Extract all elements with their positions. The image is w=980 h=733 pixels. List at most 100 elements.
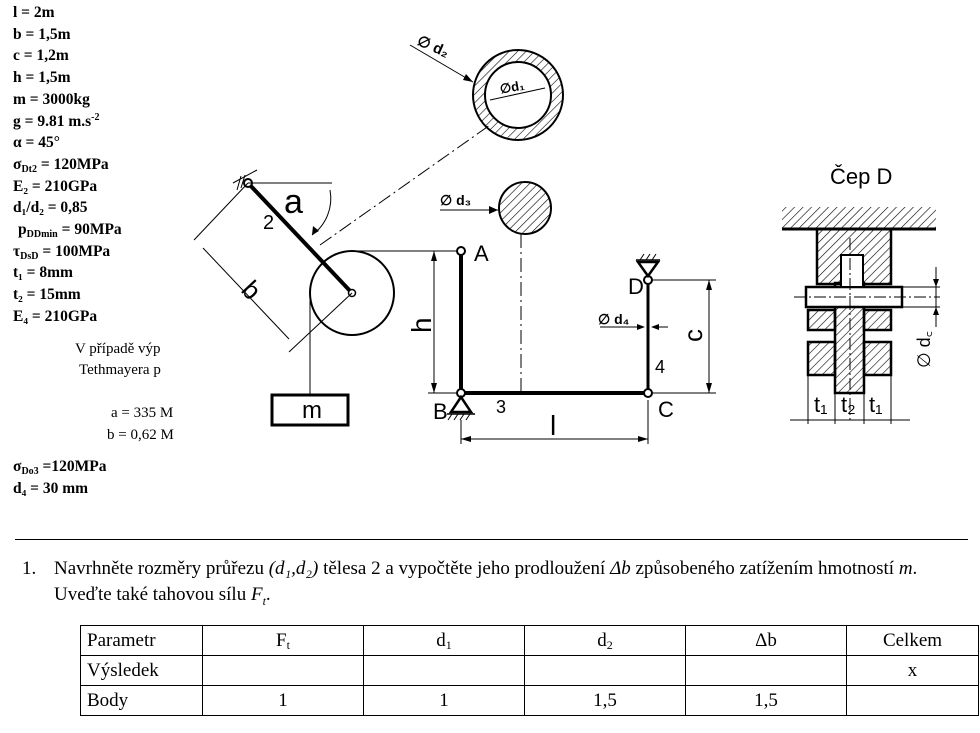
b-dimension-line <box>202 247 290 340</box>
rod-2-label: 2 <box>263 212 274 234</box>
cell-vysledek-delta-b[interactable] <box>685 655 847 686</box>
c-arrow-top <box>706 280 712 290</box>
cell-vysledek-d1[interactable] <box>363 655 525 686</box>
h-arrow-bottom <box>431 383 437 393</box>
label-member-3: 3 <box>496 397 506 417</box>
pin-detail-head <box>840 254 864 288</box>
results-table: Parametr Ft d1 d2 Δb Celkem Výsledek x B… <box>80 625 979 716</box>
task-text-e: způsobeného zatížením hmotností <box>630 558 899 579</box>
param-sigma-do3-symbol: σ <box>13 458 22 475</box>
cell-vysledek-d2[interactable] <box>524 655 686 686</box>
d1-label: ∅d₁ <box>499 77 526 96</box>
label-member-4: 4 <box>655 357 665 377</box>
clipped-note-b: b = 0,62 M <box>107 427 174 443</box>
pin-detail-lug-right <box>862 340 893 377</box>
pin-detail-bracket-lower-left <box>806 308 837 332</box>
param-g-text: g = 9.81 m.s <box>13 112 92 130</box>
param-sigma-value: = 120MPa <box>37 155 109 173</box>
param-tau: τDsD = 100MPa <box>13 241 122 263</box>
param-t2: t₂ = 15mm <box>13 286 81 304</box>
label-D: D <box>628 274 644 299</box>
cell-body-d2: 1,5 <box>524 685 686 716</box>
param-p-value: = 90MPa <box>57 221 122 239</box>
task-number: 1. <box>22 558 37 579</box>
bottom-parameters: σDo3 =120MPa d₄ = 30 mm <box>13 456 106 500</box>
t2-label: t₂ <box>841 392 856 417</box>
support-D <box>635 260 661 279</box>
header-parametr: Parametr <box>80 625 203 656</box>
alpha-arc-arrow <box>312 226 319 235</box>
rod2-support-hatch <box>232 169 258 191</box>
param-c: c = 1,2m <box>13 47 69 65</box>
dc-arrow-top <box>933 279 939 287</box>
task-text-b: (d₁,d₂) <box>268 558 319 579</box>
clipped-note-line-1: V případě výp <box>75 341 161 357</box>
header-d1-main: d <box>436 629 446 651</box>
c-arrow-bottom <box>706 383 712 393</box>
d4-label: ∅ d₄ <box>598 311 629 327</box>
c-label: c <box>678 329 708 342</box>
d2-label: ∅ d₂ <box>414 32 451 61</box>
cell-vysledek-celkem: x <box>846 655 979 686</box>
cell-body-celkem <box>846 685 979 716</box>
param-sigma-sub: Dt2 <box>21 163 37 175</box>
mass-block <box>270 393 350 427</box>
bar-section-d3 <box>498 181 552 235</box>
task-text: Navrhněte rozměry průřezu (d₁,d₂) tělesa… <box>54 556 954 614</box>
task-text-g: . Uveďte také tahovou sílu <box>54 558 918 605</box>
param-p: pDDmin = 90MPa <box>13 219 122 241</box>
b-label: b <box>236 275 268 306</box>
clipped-note-a: a = 335 M <box>111 405 174 421</box>
d3-arrow <box>489 206 498 214</box>
param-sigma: σDt2 = 120MPa <box>13 154 122 176</box>
label-A: A <box>474 241 489 266</box>
mechanism-figure: m a 2 b ∅d₁ ∅ d₂ ∅ d₃ A <box>193 32 940 444</box>
pin-detail-title: Čep D <box>830 164 892 189</box>
param-b: b = 1,5m <box>13 25 71 43</box>
header-ft: Ft <box>202 625 364 656</box>
t1-right-label: t₁ <box>869 392 883 417</box>
d2-arrow <box>463 74 473 82</box>
section-leader <box>319 124 491 246</box>
header-delta-b: Δb <box>685 625 847 656</box>
header-ft-sub: t <box>286 637 290 652</box>
d3-label: ∅ d₃ <box>440 192 471 208</box>
rod-2 <box>246 181 354 295</box>
support-D-hatch <box>639 253 657 261</box>
header-d1: d1 <box>363 625 525 656</box>
tube-section-inner <box>484 61 552 129</box>
task-text-i: t <box>262 593 266 608</box>
task-text-force: Ft <box>250 584 266 608</box>
d2-leader <box>409 44 474 83</box>
param-tau-symbol: τ <box>13 242 21 260</box>
param-e2: E₂ = 210GPa <box>13 177 98 195</box>
task-text-a: Navrhněte rozměry průřezu <box>54 558 269 579</box>
table-row: Výsledek x <box>80 655 979 686</box>
pin-detail-lug-left <box>806 340 837 377</box>
alpha-label: a <box>284 183 303 221</box>
mass-label: m <box>302 397 322 424</box>
header-d2-main: d <box>597 629 607 651</box>
task-text-h: F <box>250 584 263 605</box>
task-text-j: . <box>265 584 271 605</box>
joint-C <box>643 388 653 398</box>
d4-arrow-right <box>651 324 659 330</box>
param-sigma-do3: σDo3 =120MPa <box>13 456 106 478</box>
header-celkem: Celkem <box>846 625 979 656</box>
cell-vysledek-ft[interactable] <box>202 655 364 686</box>
row-vysledek-label: Výsledek <box>80 655 203 686</box>
header-ft-main: F <box>276 629 287 651</box>
task-text-d: Δb <box>610 558 631 579</box>
joint-A <box>456 246 466 256</box>
label-C: C <box>658 397 674 422</box>
dc-arrow-bottom <box>933 307 939 315</box>
param-g-exp: -2 <box>91 111 100 123</box>
label-B: B <box>433 399 448 424</box>
param-p-symbol: p <box>18 221 27 239</box>
support-B-hatch <box>447 413 471 421</box>
param-t1: t₁ = 8mm <box>13 264 73 282</box>
param-m: m = 3000kg <box>13 90 90 108</box>
pin-detail-bracket-lower-right <box>862 308 893 332</box>
l-label: l <box>550 410 556 441</box>
support-B <box>448 394 474 414</box>
